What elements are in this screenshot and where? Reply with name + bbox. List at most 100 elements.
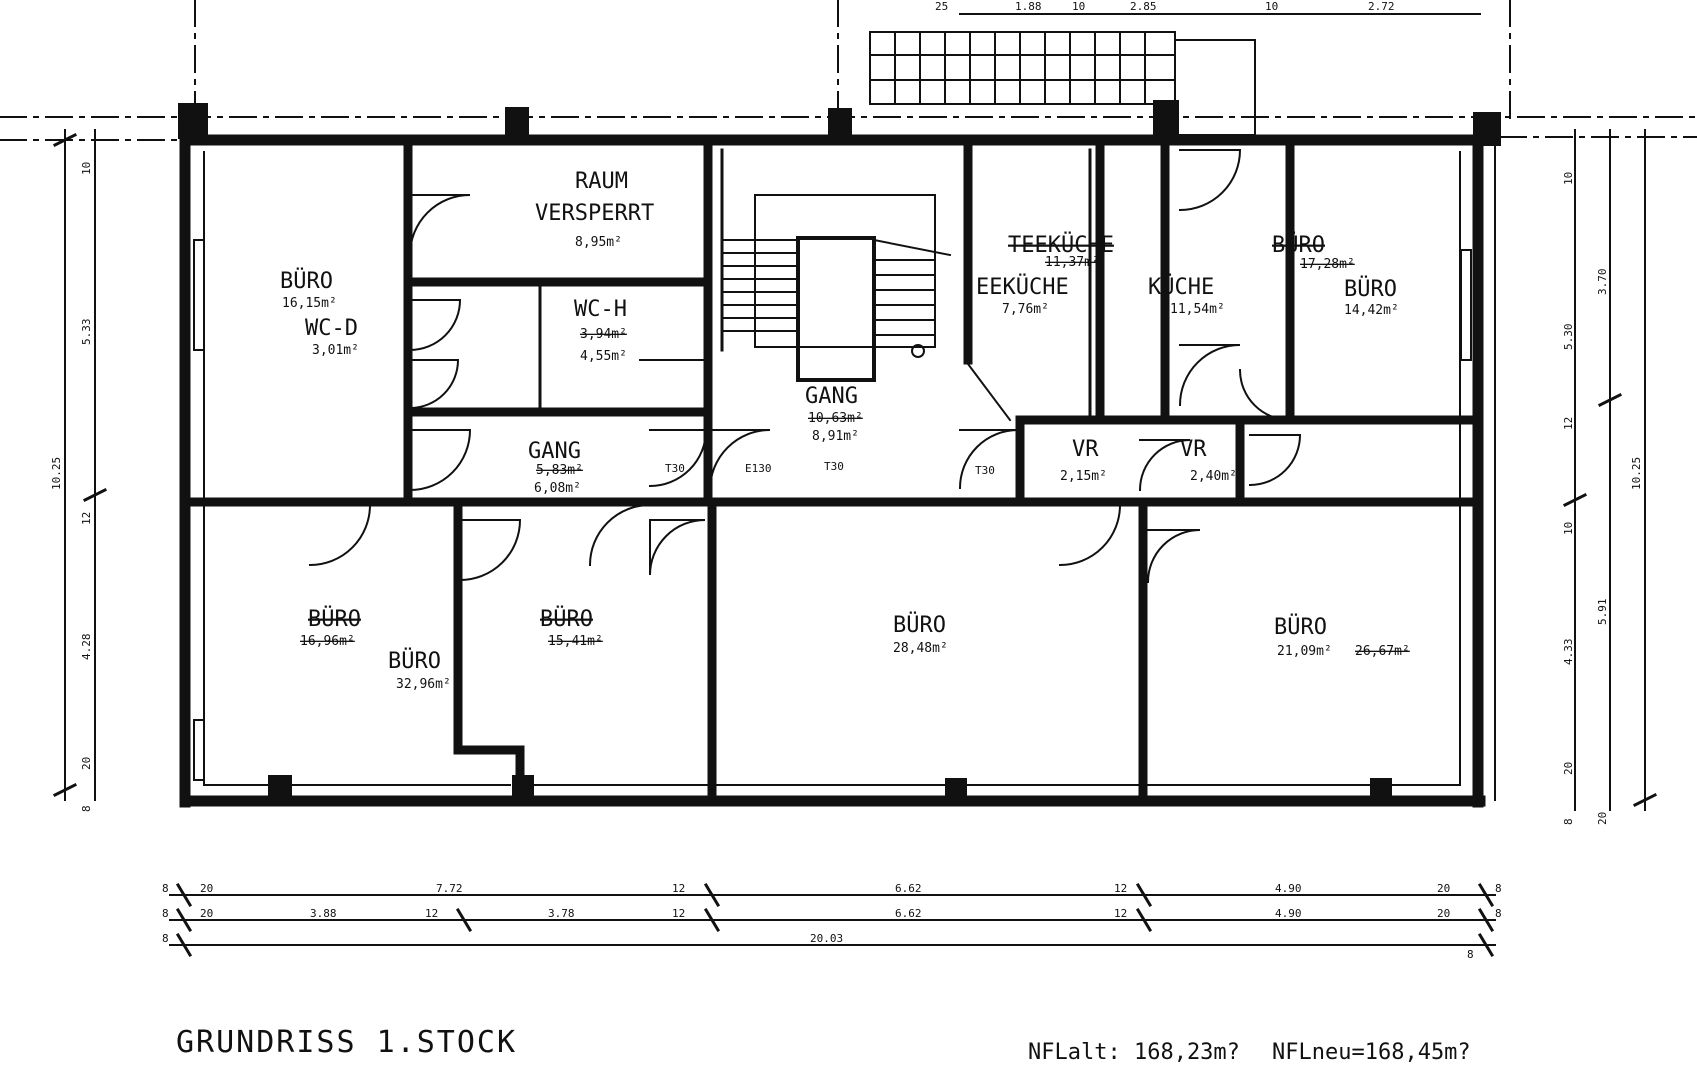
dim-b2-10: 8 xyxy=(1495,907,1502,920)
windows xyxy=(193,239,1472,781)
room-buero-sw2-area-old: 15,41m² xyxy=(548,634,603,649)
room-teekueche-area: 7,76m² xyxy=(1002,302,1049,317)
nfl-new: NFLneu=168,45m? xyxy=(1272,1040,1471,1065)
room-raum-name: RAUM xyxy=(575,169,628,194)
room-kueche-name: KÜCHE xyxy=(1148,274,1214,300)
dim-top-4: 10 xyxy=(1265,0,1278,13)
dim-l-0: 10 xyxy=(80,162,93,175)
room-vr1-area: 2,15m² xyxy=(1060,469,1107,484)
room-vr2-name: VR xyxy=(1180,437,1207,462)
dim-b3-2: 8 xyxy=(1467,948,1474,961)
room-teekueche-area-old: 11,37m² xyxy=(1045,255,1100,270)
room-buero-nw-area: 16,15m² xyxy=(282,296,337,311)
door-label-t30-a: T30 xyxy=(824,460,844,473)
room-buero-sw2-name-old: BÜRO xyxy=(540,606,593,632)
columns xyxy=(178,100,1501,804)
dim-b2-3: 12 xyxy=(425,907,438,920)
room-gang-c-area-old: 10,63m² xyxy=(808,411,863,426)
room-buero-se-name: BÜRO xyxy=(1274,614,1327,640)
dim-b2-7: 12 xyxy=(1114,907,1127,920)
room-buero-sw-name-old: BÜRO xyxy=(308,606,361,632)
dims-left: 10 5.33 12 4.28 20 8 10.25 xyxy=(50,162,93,812)
room-buero-sw-area-old: 16,96m² xyxy=(300,634,355,649)
dim-top-2: 10 xyxy=(1072,0,1085,13)
dim-r-4: 4.33 xyxy=(1562,639,1575,666)
dim-l-1: 5.33 xyxy=(80,319,93,346)
dim-top-1: 1.88 xyxy=(1015,0,1042,13)
dim-b2-5: 12 xyxy=(672,907,685,920)
door-label-t30-b: T30 xyxy=(975,464,995,477)
dim-rm-1: 5.91 xyxy=(1596,599,1609,626)
interior-walls xyxy=(180,135,1483,806)
dim-b1-4: 6.62 xyxy=(895,882,922,895)
room-wc-h-name: WC-H xyxy=(574,297,627,322)
dim-b1-7: 20 xyxy=(1437,882,1450,895)
dimension-lines xyxy=(52,13,1658,958)
dim-r-5: 20 xyxy=(1562,762,1575,775)
dim-r-1: 5.30 xyxy=(1562,324,1575,351)
dim-rm-2: 20 xyxy=(1596,812,1609,825)
dim-b3-0: 8 xyxy=(162,932,169,945)
facade-lines xyxy=(203,116,1496,801)
dim-top-5: 2.72 xyxy=(1368,0,1395,13)
door-label-t30-c: T30 xyxy=(665,462,685,475)
room-teekueche-name-old: TEEKÜCHE xyxy=(1008,232,1114,258)
dim-r-2: 12 xyxy=(1562,417,1575,430)
room-gang-w-name: GANG xyxy=(528,439,581,464)
dim-r-6: 8 xyxy=(1562,818,1575,825)
room-raum-name2: VERSPERRT xyxy=(535,201,654,226)
dim-b2-1: 20 xyxy=(200,907,213,920)
dims-right: 10 5.30 12 10 4.33 20 8 3.70 5.91 20 10.… xyxy=(1562,172,1643,825)
room-wc-h-area-old: 3,94m² xyxy=(580,327,627,342)
room-vr2-area: 2,40m² xyxy=(1190,469,1237,484)
room-wc-d-area: 3,01m² xyxy=(312,343,359,358)
dim-l-5: 8 xyxy=(80,805,93,812)
dims-bottom: 8 20 7.72 12 6.62 12 4.90 20 8 8 20 3.88… xyxy=(162,882,1502,961)
room-buero-sc-area: 28,48m² xyxy=(893,641,948,656)
room-buero-sw-name: BÜRO xyxy=(388,648,441,674)
dim-b2-0: 8 xyxy=(162,907,169,920)
dim-r-0: 10 xyxy=(1562,172,1575,185)
dim-top-0: 25 xyxy=(935,0,948,13)
room-gang-c-name: GANG xyxy=(805,384,858,409)
dim-b3-1: 20.03 xyxy=(810,932,843,945)
room-vr1-name: VR xyxy=(1072,437,1099,462)
dims-top: 25 1.88 10 2.85 10 2.72 xyxy=(935,0,1395,13)
dim-b1-5: 12 xyxy=(1114,882,1127,895)
nfl-old: NFLalt: 168,23m? xyxy=(1028,1040,1240,1065)
dim-l-3: 4.28 xyxy=(80,634,93,661)
room-raum-area: 8,95m² xyxy=(575,235,622,250)
dim-b1-0: 8 xyxy=(162,882,169,895)
room-labels: RAUM VERSPERRT 8,95m² BÜRO 16,15m² WC-D … xyxy=(280,169,1410,692)
room-gang-w-area: 6,08m² xyxy=(534,481,581,496)
stair xyxy=(721,194,952,382)
room-buero-sc-name: BÜRO xyxy=(893,612,946,638)
dim-r-outer: 10.25 xyxy=(1630,457,1643,490)
dim-b1-3: 12 xyxy=(672,882,685,895)
dim-b2-6: 6.62 xyxy=(895,907,922,920)
room-buero-ne-area: 14,42m² xyxy=(1344,303,1399,318)
dim-b2-2: 3.88 xyxy=(310,907,337,920)
room-buero-se-area: 21,09m² xyxy=(1277,644,1332,659)
door-label-e130: E130 xyxy=(745,462,772,475)
dim-b1-8: 8 xyxy=(1495,882,1502,895)
dim-b1-6: 4.90 xyxy=(1275,882,1302,895)
dim-b2-8: 4.90 xyxy=(1275,907,1302,920)
room-gang-c-area: 8,91m² xyxy=(812,429,859,444)
thin-walls xyxy=(538,148,1092,422)
external-stair xyxy=(869,31,1256,136)
room-wc-d-name: WC-D xyxy=(305,316,358,341)
doors xyxy=(308,149,1302,584)
dim-b2-4: 3.78 xyxy=(548,907,575,920)
dim-r-3: 10 xyxy=(1562,522,1575,535)
room-buero-nw-name: BÜRO xyxy=(280,268,333,294)
room-buero-ne-name-old: BÜRO xyxy=(1272,232,1325,258)
room-buero-sw-area: 32,96m² xyxy=(396,677,451,692)
room-buero-ne-area-old: 17,28m² xyxy=(1300,257,1355,272)
room-teekueche-name: EEKÜCHE xyxy=(976,274,1069,300)
dim-b2-9: 20 xyxy=(1437,907,1450,920)
door-labels: T30 T30 E130 T30 xyxy=(665,460,995,477)
dim-l-2: 12 xyxy=(80,512,93,525)
plan-title: GRUNDRISS 1.STOCK xyxy=(176,1025,518,1060)
